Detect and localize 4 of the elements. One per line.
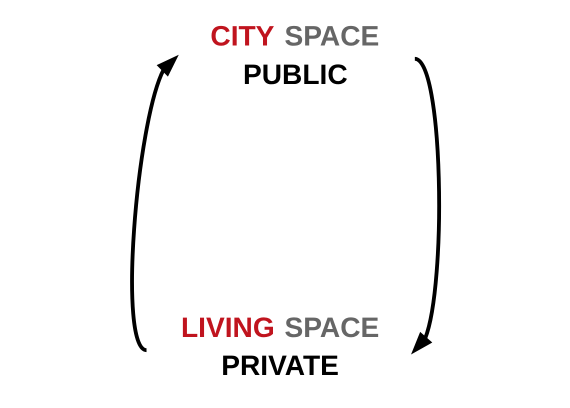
node-text: LIVING SPACE PRIVATE [180,311,379,381]
arrow [410,56,441,354]
node-text: CITY SPACE PUBLIC [210,20,379,90]
arrow [130,54,178,352]
